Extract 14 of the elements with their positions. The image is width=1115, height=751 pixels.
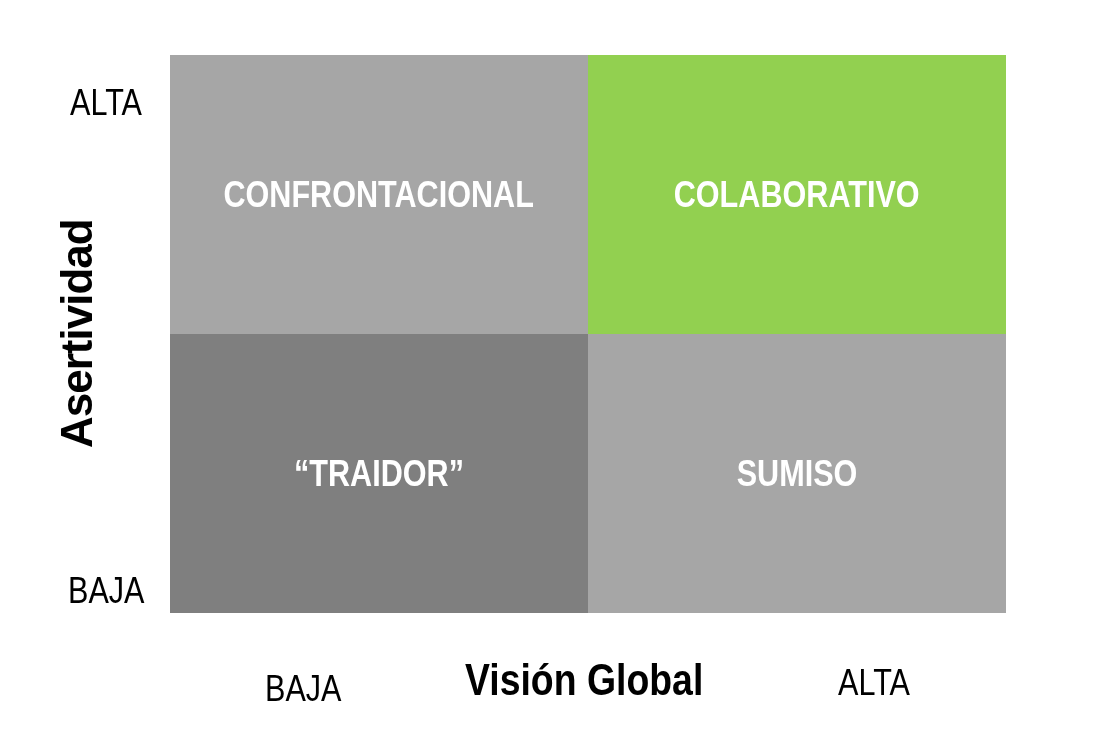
quadrant-title: COLABORATIVO	[674, 173, 920, 216]
axis-level-label: ALTA	[70, 82, 142, 124]
quadrant-title: “TRAIDOR”	[294, 452, 464, 495]
quadrant-title: SUMISO	[736, 452, 858, 495]
axis-level-label: ALTA	[838, 662, 910, 704]
quadrant-panel	[170, 334, 588, 613]
axis-level-label: BAJA	[68, 570, 145, 612]
axis-title: Visión Global	[465, 655, 704, 705]
quadrant-panel	[170, 55, 588, 334]
quadrant-panel	[588, 55, 1006, 334]
axis-title: Asertividad	[52, 219, 102, 448]
quadrant-title: CONFRONTACIONAL	[223, 173, 535, 216]
quadrant-panel	[588, 334, 1006, 613]
axis-level-label: BAJA	[265, 668, 342, 710]
